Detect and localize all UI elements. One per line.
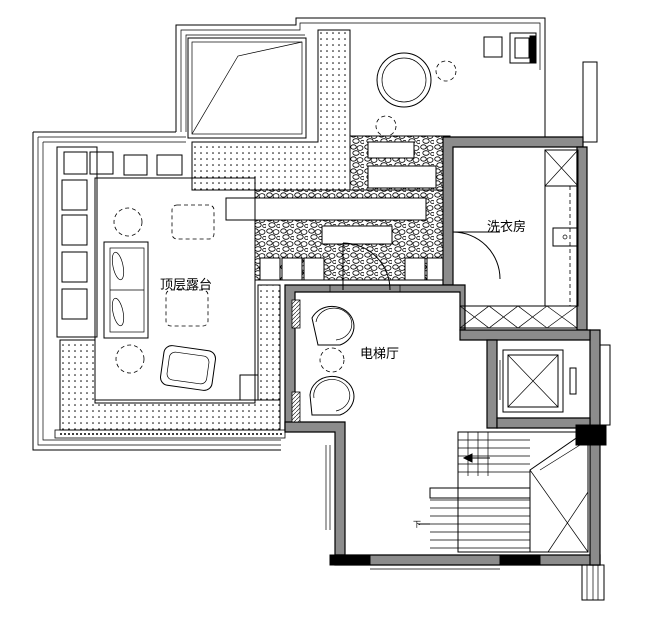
laundry-fixtures [452,149,579,329]
roof-void [187,37,307,139]
upper-terrace-furniture [375,32,537,137]
elevator-hall-label: 电梯厅 [360,347,399,362]
terrace-parapet [32,17,546,451]
elevator [499,349,577,413]
building-walls [284,136,607,566]
hall-door [329,242,401,293]
pebble-paths [225,135,451,281]
planter-beds [54,29,351,439]
laundry-room-label: 洗衣房 [487,219,526,235]
terrace-furniture [56,146,259,404]
stair-down-mark: 下 [413,520,421,529]
staircase [418,429,589,553]
hall-furniture [291,299,355,423]
roof-terrace-label: 顶层露台 [160,278,212,293]
exterior-edges [325,61,611,601]
